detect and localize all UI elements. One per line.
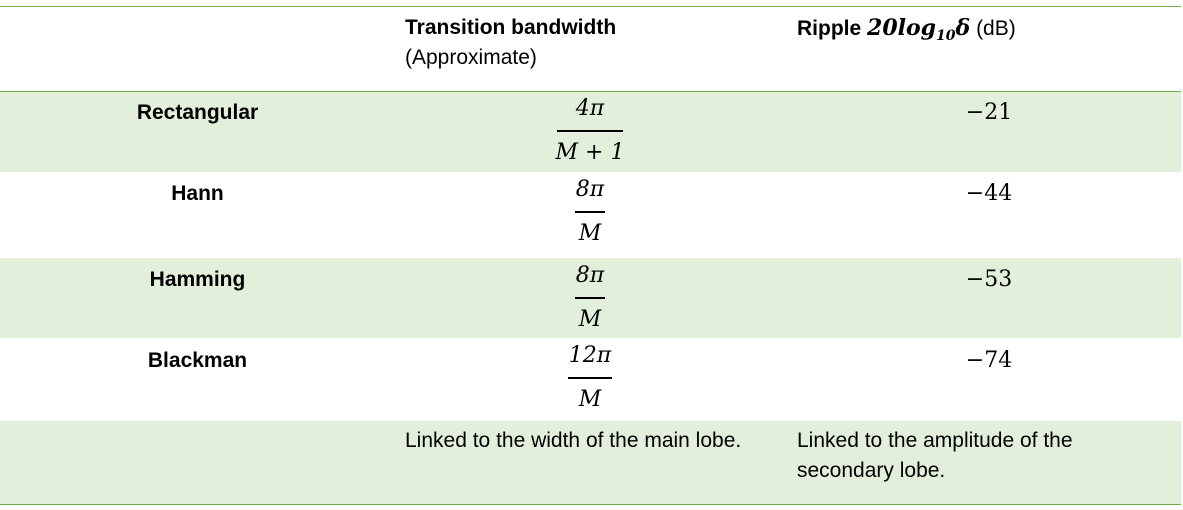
fraction-bar — [557, 129, 623, 132]
header-col2-subtitle: (Approximate) — [405, 46, 537, 69]
header-rule — [0, 91, 1181, 92]
ripple-value: −44 — [965, 181, 1013, 206]
ripple-value: −53 — [965, 267, 1013, 292]
bottom-rule — [0, 504, 1181, 505]
ripple-value: −74 — [965, 348, 1013, 373]
table-row: Hann 8π M −44 — [0, 172, 1181, 258]
fraction-denominator: M — [578, 387, 602, 412]
ripple-formula-prefix: 20log — [867, 15, 937, 41]
table-row: Blackman 12π M −74 — [0, 338, 1181, 421]
window-name: Hann — [171, 182, 224, 205]
header-row: Transition bandwidth (Approximate) Rippl… — [0, 7, 1181, 91]
header-ripple: Ripple 20log10δ (dB) — [797, 13, 1181, 51]
window-name: Hamming — [149, 268, 246, 291]
ripple-formula-delta: δ — [955, 15, 971, 41]
fraction-denominator: M — [578, 307, 602, 332]
transition-bandwidth-fraction: 12π M — [405, 343, 775, 413]
fraction-bar — [575, 296, 605, 299]
fraction-numerator: 8π — [575, 263, 605, 288]
ripple-formula-subscript: 10 — [936, 28, 956, 44]
header-transition-bandwidth: Transition bandwidth (Approximate) — [405, 13, 775, 73]
fraction-numerator: 4π — [575, 96, 605, 121]
ripple-note: Linked to the amplitude of the secondary… — [797, 429, 1073, 482]
transition-bandwidth-note: Linked to the width of the main lobe. — [405, 429, 742, 452]
ripple-value: −21 — [965, 100, 1013, 125]
table-row: Rectangular 4π M + 1 −21 — [0, 92, 1181, 172]
fraction-numerator: 8π — [575, 177, 605, 202]
window-name: Rectangular — [136, 101, 259, 124]
header-col3-title: Ripple — [797, 17, 862, 40]
transition-bandwidth-fraction: 8π M — [405, 263, 775, 333]
header-col2-title: Transition bandwidth — [405, 16, 617, 39]
fraction-numerator: 12π — [568, 343, 612, 368]
fraction-denominator: M + 1 — [555, 140, 625, 165]
transition-bandwidth-fraction: 8π M — [405, 177, 775, 247]
top-rule — [0, 6, 1181, 7]
table-row: Hamming 8π M −53 — [0, 258, 1181, 338]
fraction-bar — [575, 210, 605, 213]
notes-row: Linked to the width of the main lobe. Li… — [0, 421, 1181, 504]
fraction-bar — [568, 376, 612, 379]
ripple-formula: 20log10δ — [867, 15, 971, 44]
fraction-denominator: M — [578, 221, 602, 246]
header-col3-unit: (dB) — [976, 17, 1016, 40]
window-name: Blackman — [147, 349, 248, 372]
transition-bandwidth-fraction: 4π M + 1 — [405, 96, 775, 166]
